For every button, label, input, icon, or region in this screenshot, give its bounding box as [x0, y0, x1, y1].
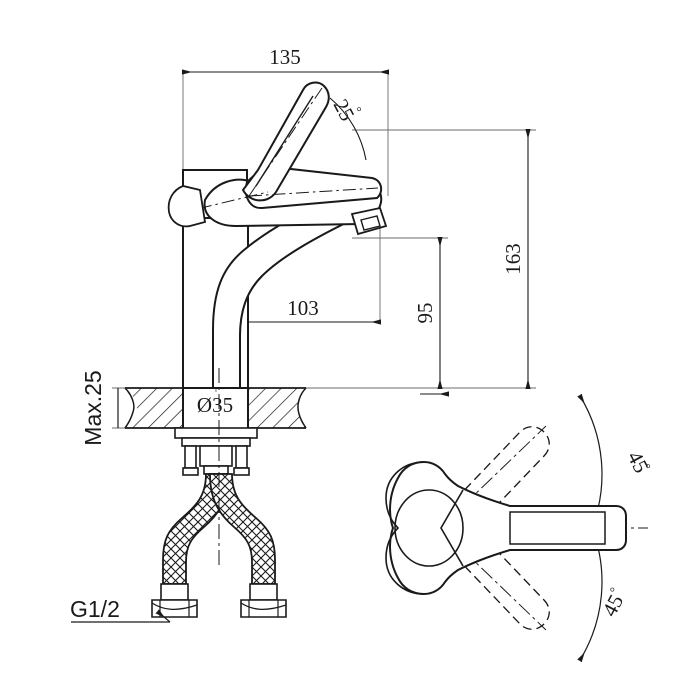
extension-lines [112, 72, 536, 429]
mounting-hardware [174, 427, 258, 476]
dimension-163: 163 [501, 129, 531, 389]
spout-phantom-positions [454, 426, 550, 630]
dimension-label-deck-max: Max.25 [80, 370, 106, 445]
dimension-95: 95 [413, 237, 443, 389]
dimension-label-hole-diameter: Ø35 [197, 393, 233, 417]
dimension-label-height: 163 [501, 243, 525, 275]
hose-end-fittings [151, 583, 287, 618]
angle-45-top-degree-symbol: ° [638, 461, 654, 473]
flexible-hose-right [209, 473, 276, 585]
countertop-section [124, 387, 307, 429]
dimension-label-spout-height: 95 [413, 303, 437, 324]
dimension-label-width: 135 [269, 45, 301, 69]
angle-45-bottom-degree-symbol: ° [606, 585, 622, 597]
angle-25-arc: 25 ° [329, 95, 367, 161]
handle-centerlines [175, 87, 379, 215]
dimension-max25: Max.25 [80, 370, 119, 446]
top-view-body [385, 460, 627, 596]
spout-aerator [350, 206, 388, 236]
body-side-tab [167, 185, 207, 228]
dimension-label-reach: 103 [287, 296, 319, 320]
angle-25-degree-symbol: ° [349, 104, 365, 116]
dimension-135: 135 [182, 45, 389, 75]
thread-label-g12: G1/2 [70, 596, 120, 622]
leader-g12: G1/2 [70, 596, 171, 623]
